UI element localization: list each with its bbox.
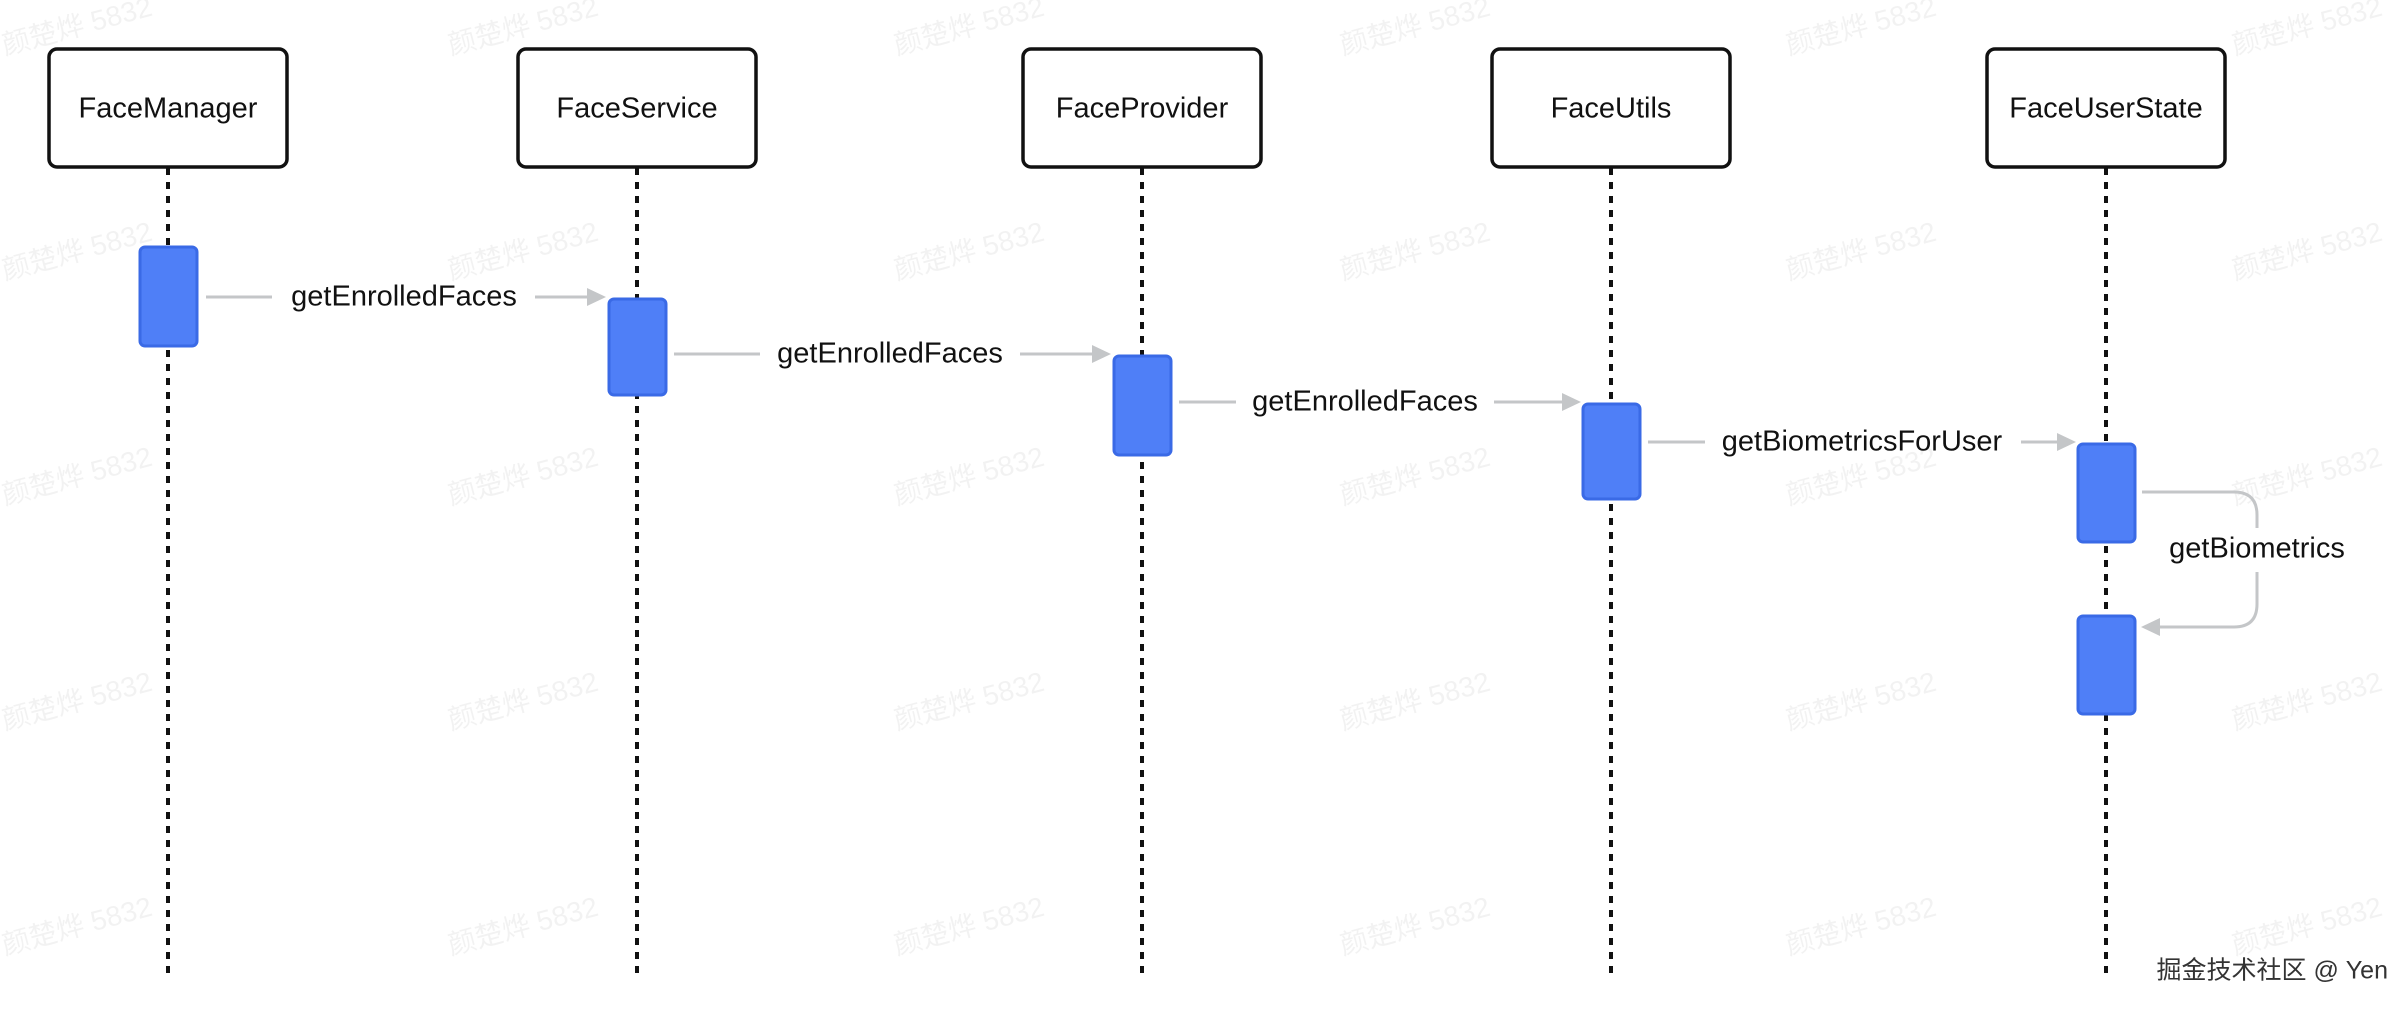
watermark-text: 颜楚烨 5832 — [1337, 666, 1494, 736]
message-label: getEnrolledFaces — [291, 281, 517, 313]
actor-label: FaceProvider — [1056, 93, 1229, 125]
message-2: getEnrolledFaces — [674, 338, 1111, 370]
actor-box — [1021, 47, 1263, 169]
activation-bar-faceprovider — [1112, 354, 1173, 457]
watermark-text: 颜楚烨 5832 — [1337, 891, 1494, 961]
watermark-text: 颜楚烨 5832 — [445, 216, 602, 286]
actor-faceutils[interactable]: FaceUtils — [1490, 47, 1732, 169]
actor-label: FaceUserState — [2009, 93, 2202, 125]
activation-bar-faceservice — [607, 297, 668, 397]
actor-faceservice[interactable]: FaceService — [516, 47, 758, 169]
watermark-text: 颜楚烨 5832 — [1783, 666, 1940, 736]
watermark-text: 颜楚烨 5832 — [445, 891, 602, 961]
credit-label: 掘金技术社区 @ Yen — [2157, 957, 2388, 985]
message-3: getEnrolledFaces — [1179, 386, 1581, 418]
watermark-text: 颜楚烨 5832 — [0, 441, 155, 511]
lifelines — [166, 168, 2108, 980]
watermark-text: 颜楚烨 5832 — [2229, 666, 2386, 736]
watermark-text: 颜楚烨 5832 — [891, 441, 1048, 511]
message-label: getBiometricsForUser — [1722, 426, 2003, 458]
message-line — [2142, 490, 2259, 528]
watermark-text: 颜楚烨 5832 — [1337, 216, 1494, 286]
activation-bar-faceuserstate-1 — [2076, 442, 2137, 544]
message-5-self-call: getBiometrics — [2141, 490, 2345, 636]
actor-facemanager[interactable]: FaceManager — [47, 47, 289, 169]
actor-box — [47, 47, 289, 169]
message-label: getEnrolledFaces — [777, 338, 1003, 370]
message-label: getEnrolledFaces — [1252, 386, 1478, 418]
actor-box — [516, 47, 758, 169]
activation-bar-faceuserstate-2 — [2076, 614, 2137, 716]
actor-faceprovider[interactable]: FaceProvider — [1021, 47, 1263, 169]
watermark-text: 颜楚烨 5832 — [0, 666, 155, 736]
watermark-text: 颜楚烨 5832 — [1337, 0, 1494, 61]
watermark-text: 颜楚烨 5832 — [0, 891, 155, 961]
activation-bar-facemanager — [138, 245, 199, 348]
watermark-text: 颜楚烨 5832 — [891, 666, 1048, 736]
watermark-text: 颜楚烨 5832 — [1783, 216, 1940, 286]
actor-label: FaceManager — [79, 93, 258, 125]
watermark-text: 颜楚烨 5832 — [891, 216, 1048, 286]
watermark-text: 颜楚烨 5832 — [1783, 0, 1940, 61]
actor-faceuserstate[interactable]: FaceUserState — [1985, 47, 2227, 169]
arrowhead-icon — [1092, 345, 1111, 363]
actor-box — [1985, 47, 2227, 169]
arrowhead-icon — [587, 288, 606, 306]
actor-box — [1490, 47, 1732, 169]
activations — [138, 245, 2137, 716]
watermark-text: 颜楚烨 5832 — [2229, 0, 2386, 61]
message-1: getEnrolledFaces — [206, 281, 606, 313]
watermark-text: 颜楚烨 5832 — [0, 216, 155, 286]
watermark-text: 颜楚烨 5832 — [1783, 891, 1940, 961]
arrowhead-icon — [1562, 393, 1581, 411]
watermark-text: 颜楚烨 5832 — [891, 891, 1048, 961]
message-label: getBiometrics — [2169, 533, 2345, 565]
arrowhead-icon — [2057, 433, 2076, 451]
actor-label: FaceUtils — [1551, 93, 1672, 125]
watermark-text: 颜楚烨 5832 — [445, 441, 602, 511]
actor-label: FaceService — [556, 93, 717, 125]
watermark-text: 颜楚烨 5832 — [2229, 216, 2386, 286]
watermark-text: 颜楚烨 5832 — [2229, 891, 2386, 961]
watermark-text: 颜楚烨 5832 — [445, 666, 602, 736]
message-4: getBiometricsForUser — [1648, 426, 2076, 458]
activation-bar-faceutils — [1581, 402, 1642, 501]
watermark-text: 颜楚烨 5832 — [1337, 441, 1494, 511]
arrowhead-icon — [2141, 618, 2160, 636]
message-line — [2156, 572, 2259, 629]
